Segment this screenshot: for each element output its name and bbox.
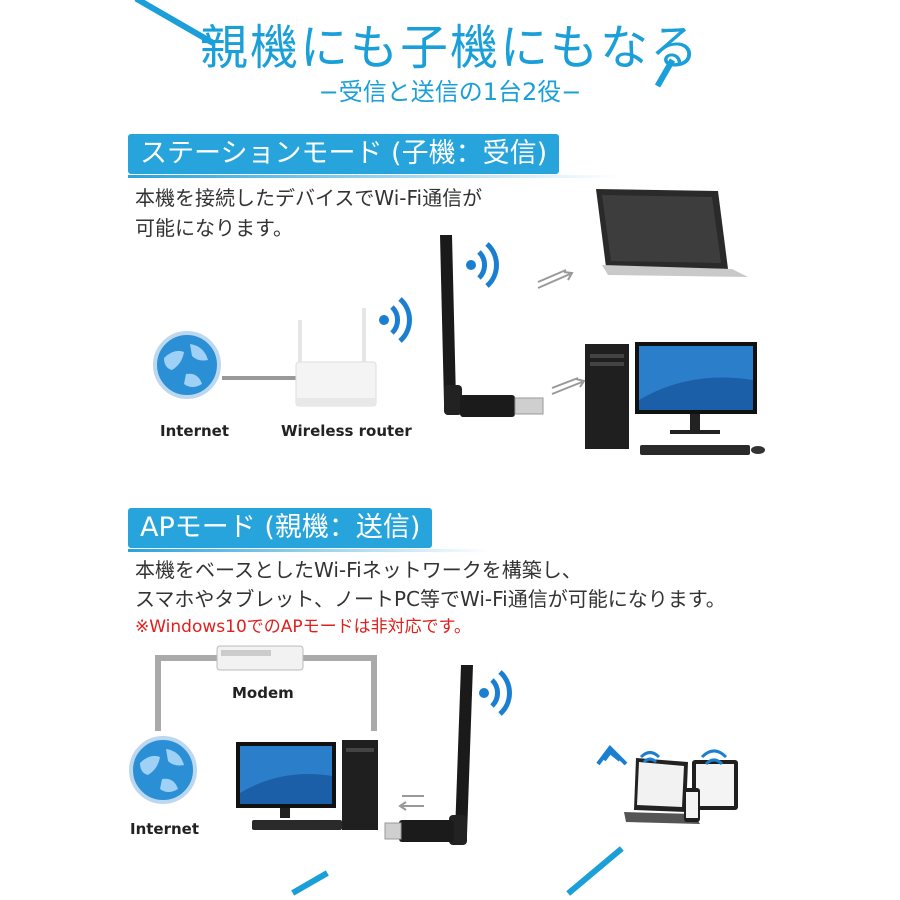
ap-desc-line1: 本機をベースとしたWi-Fiネットワークを構築し、: [135, 558, 582, 582]
internet-label: Internet: [130, 820, 200, 838]
arrows-icon: [537, 269, 574, 289]
wireless-router-image: [295, 308, 377, 407]
decor-ray-bottom-right: [566, 846, 624, 896]
desktop-computer-image: [585, 342, 765, 455]
station-desc-line2: 可能になります。: [135, 216, 293, 240]
usb-wifi-adapter-image: [384, 665, 473, 845]
modem-image: [216, 645, 304, 671]
globe-icon: [129, 736, 197, 804]
wifi-signal-icon: [639, 751, 661, 764]
wifi-signal-icon: [700, 749, 728, 766]
wifi-signal-icon: [379, 297, 412, 343]
page-title: 親機にも子機にもなる: [199, 20, 700, 76]
ap-desc-line2: スマホやタブレット、ノートPC等でWi-Fi通信が可能になります。: [135, 587, 726, 611]
laptop-image: [596, 189, 748, 277]
station-mode-heading: ステーションモード (子機：受信): [128, 134, 620, 178]
arrows-icon: [398, 795, 424, 811]
modem-label: Modem: [232, 684, 294, 702]
desktop-computer-image: [236, 740, 378, 830]
wifi-signal-icon: [479, 670, 512, 716]
usb-wifi-adapter-image: [440, 235, 544, 417]
ap-warning-note: ※Windows10でのAPモードは非対応です。: [135, 617, 471, 637]
page-subtitle: −受信と送信の1台2役−: [318, 78, 582, 106]
decor-ray-bottom-left: [291, 870, 329, 896]
globe-icon: [153, 331, 221, 399]
wifi-signal-icon: [466, 242, 499, 288]
arrows-icon: [551, 377, 586, 395]
client-devices-image: [596, 744, 738, 824]
internet-label: Internet: [160, 422, 230, 440]
wireless-router-label: Wireless router: [281, 422, 412, 440]
station-desc-line1: 本機を接続したデバイスでWi-Fi通信が: [135, 186, 483, 210]
ap-mode-heading: APモード (親機：送信): [128, 508, 493, 552]
cable-line: [222, 376, 296, 380]
